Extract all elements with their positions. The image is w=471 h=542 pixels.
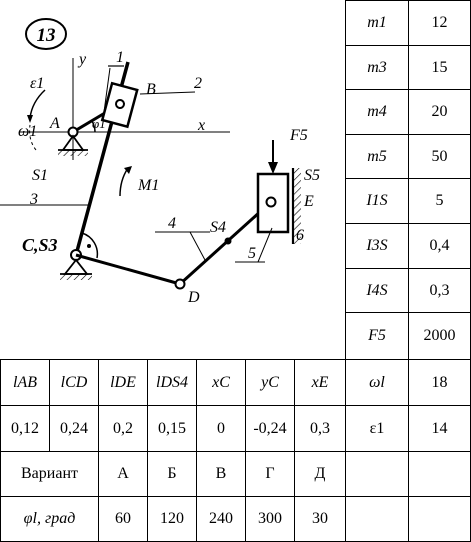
right-angle-mark (81, 232, 99, 259)
label-b: B (146, 81, 156, 98)
label-s1: S1 (32, 167, 48, 184)
label-m1: M1 (137, 177, 159, 194)
param-value: 18 (431, 373, 448, 391)
length-header: lDS4 (156, 373, 188, 391)
omega-arrow (29, 124, 37, 151)
angle-value: 30 (312, 510, 328, 527)
label-d: D (187, 289, 200, 306)
label-a: A (49, 115, 60, 132)
length-header: yC (261, 373, 279, 391)
length-value: -0,24 (253, 419, 287, 437)
param-name: m3 (367, 58, 387, 76)
param-name: I3S (366, 237, 388, 254)
length-header: lAB (13, 373, 37, 391)
param-name: m5 (367, 147, 387, 165)
length-value: 0,12 (11, 419, 39, 437)
link-cd (75, 253, 181, 286)
angle-value: 240 (209, 510, 233, 527)
param-value: 5 (435, 192, 444, 209)
angle-label: φl, град (23, 510, 76, 527)
label-x: x (197, 117, 205, 134)
length-header: xC (212, 373, 230, 391)
param-name: m1 (367, 14, 387, 31)
label-cs3: C,S3 (22, 235, 58, 255)
angle-value: 60 (115, 510, 131, 527)
label-4: 4 (168, 215, 176, 232)
variant-letter: Д (314, 465, 326, 482)
length-header: lDE (110, 373, 136, 391)
length-value: 0,15 (158, 419, 186, 437)
param-value: 2000 (423, 327, 456, 344)
angle-value: 120 (160, 510, 184, 527)
param-name: ε1 (369, 419, 385, 437)
variant-letter: В (215, 465, 227, 482)
param-value: 12 (431, 14, 448, 31)
label-y: y (77, 51, 87, 68)
label-6: 6 (296, 227, 304, 244)
variant-letter: Г (265, 465, 275, 482)
label-2: 2 (194, 75, 202, 92)
length-value: 0 (217, 419, 225, 437)
length-value: 0,24 (60, 419, 88, 437)
variant-letter: Б (167, 465, 177, 482)
epsilon-arrow (29, 89, 46, 119)
phi1-arc (91, 120, 96, 133)
param-value: 0,4 (429, 237, 450, 254)
param-name: m4 (367, 103, 387, 120)
variant-label: Вариант (21, 465, 78, 482)
label-s4: S4 (210, 219, 226, 236)
variant-number-circle (25, 18, 67, 50)
param-value: 14 (431, 419, 448, 437)
label-omega1: ω1 (18, 123, 37, 140)
label-5: 5 (248, 245, 256, 262)
center-s4 (224, 237, 232, 245)
length-value: 0,2 (113, 419, 133, 437)
joint-e (265, 196, 277, 208)
label-1: 1 (116, 49, 124, 66)
label-phi1: φ1 (92, 116, 106, 131)
joint-d (174, 278, 186, 290)
param-name: F5 (368, 327, 386, 344)
mechanism-diagram: 13 (0, 18, 320, 306)
m1-arrow (119, 167, 129, 197)
length-header: lCD (60, 373, 88, 391)
variant-number: 13 (37, 25, 56, 46)
angle-value: 300 (258, 510, 282, 527)
label-s5: S5 (304, 167, 320, 184)
length-value: 0,3 (310, 419, 330, 437)
param-value: 0,3 (429, 281, 450, 299)
param-value: 15 (431, 58, 448, 76)
param-name: ωl (369, 373, 385, 391)
slider-b (100, 81, 139, 129)
label-e: E (303, 193, 314, 210)
length-header: xE (311, 373, 329, 391)
label-f5: F5 (289, 127, 308, 144)
param-value: 20 (431, 103, 448, 120)
label-3: 3 (29, 191, 38, 208)
param-name: I1S (366, 192, 388, 209)
label-eps1: ε1 (30, 75, 44, 92)
param-name: I4S (366, 281, 388, 299)
variant-letter: А (117, 465, 129, 482)
param-value: 50 (431, 147, 448, 165)
